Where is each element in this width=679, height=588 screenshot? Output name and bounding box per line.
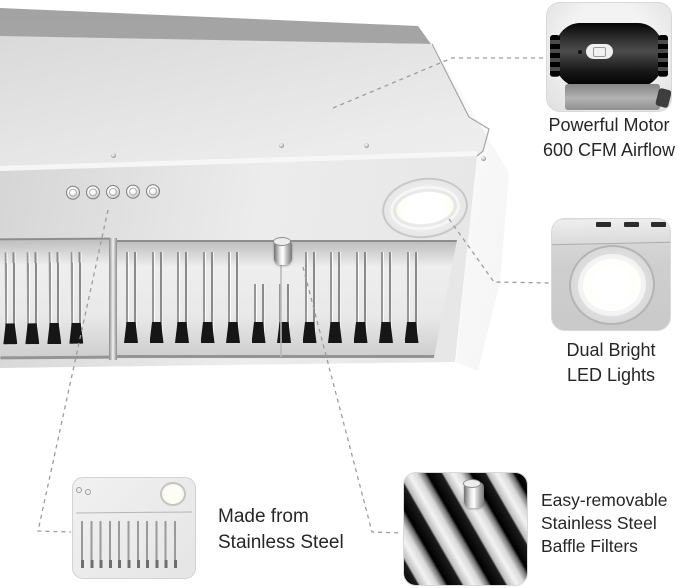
led-label-line: Dual Bright: [566, 340, 656, 360]
stainless-label-line: Stainless Steel: [218, 532, 344, 553]
stainless-label-line: Made from: [218, 506, 309, 527]
baffle-label-line: Baffle Filters: [541, 536, 638, 556]
vent-slot: [624, 222, 639, 227]
control-button: [145, 184, 161, 199]
motor-label-line: 600 CFM Airflow: [542, 140, 676, 160]
motor-bracket: [565, 84, 660, 110]
filter-slot: [330, 252, 341, 343]
led-light-icon: [565, 240, 659, 330]
filter-handle-knob: [463, 479, 484, 508]
filter-slot: [151, 252, 163, 343]
screw-icon: [481, 156, 486, 161]
baffle-callout-photo: [403, 472, 528, 586]
filter-slot: [177, 252, 188, 343]
bottom-view-callout-photo: [72, 477, 196, 579]
panel-divider: [75, 511, 193, 514]
filter-handle-knob: [273, 237, 292, 265]
led-label: Dual Bright LED Lights: [541, 338, 679, 388]
screw-hole: [85, 489, 91, 495]
light-icon: [160, 482, 186, 506]
filter-slot: [253, 284, 265, 343]
motor-label-plate: [586, 44, 613, 59]
screw-icon: [111, 153, 116, 158]
motor-fins: [550, 35, 560, 77]
filter-slot: [26, 252, 39, 345]
motor-fins: [658, 35, 668, 77]
filter-slot: [279, 284, 290, 343]
baffle-label-line: Easy-removable: [541, 490, 668, 510]
filter-slot: [381, 252, 392, 343]
baffle-label-line: Stainless Steel: [541, 513, 657, 533]
motor-rivet: [578, 50, 582, 54]
filter-slot: [202, 252, 214, 343]
baffle-filter-panel-left: [0, 237, 111, 360]
control-button: [125, 184, 141, 199]
control-button: [105, 184, 121, 200]
filter-slots: [81, 521, 183, 568]
stainless-label: Made from Stainless Steel: [218, 504, 344, 556]
filter-slot: [48, 251, 61, 345]
control-button-row: [65, 184, 161, 200]
filter-slot: [406, 252, 418, 343]
filter-slot: [355, 252, 367, 343]
motor-callout-photo: [546, 2, 672, 112]
filter-panel-seam: [109, 238, 117, 360]
led-callout-photo: [551, 218, 671, 331]
baffle-label: Easy-removable Stainless Steel Baffle Fi…: [541, 489, 667, 558]
control-button: [85, 185, 101, 200]
filter-slot: [4, 252, 17, 345]
screw-hole: [76, 487, 82, 493]
filter-slot: [228, 252, 239, 343]
screw-icon: [279, 143, 284, 148]
filter-inner-seam: [280, 241, 282, 357]
control-button: [65, 185, 81, 200]
motor-mount: [655, 87, 671, 109]
filter-slot: [304, 252, 316, 343]
vent-slot: [651, 222, 666, 227]
vent-slot: [596, 222, 611, 227]
motor-label: Powerful Motor 600 CFM Airflow: [539, 113, 679, 163]
filter-slot: [126, 252, 137, 343]
screw-icon: [364, 143, 369, 148]
motor-label-line: Powerful Motor: [548, 115, 670, 135]
filter-slot: [70, 251, 83, 344]
led-label-line: LED Lights: [566, 365, 656, 385]
